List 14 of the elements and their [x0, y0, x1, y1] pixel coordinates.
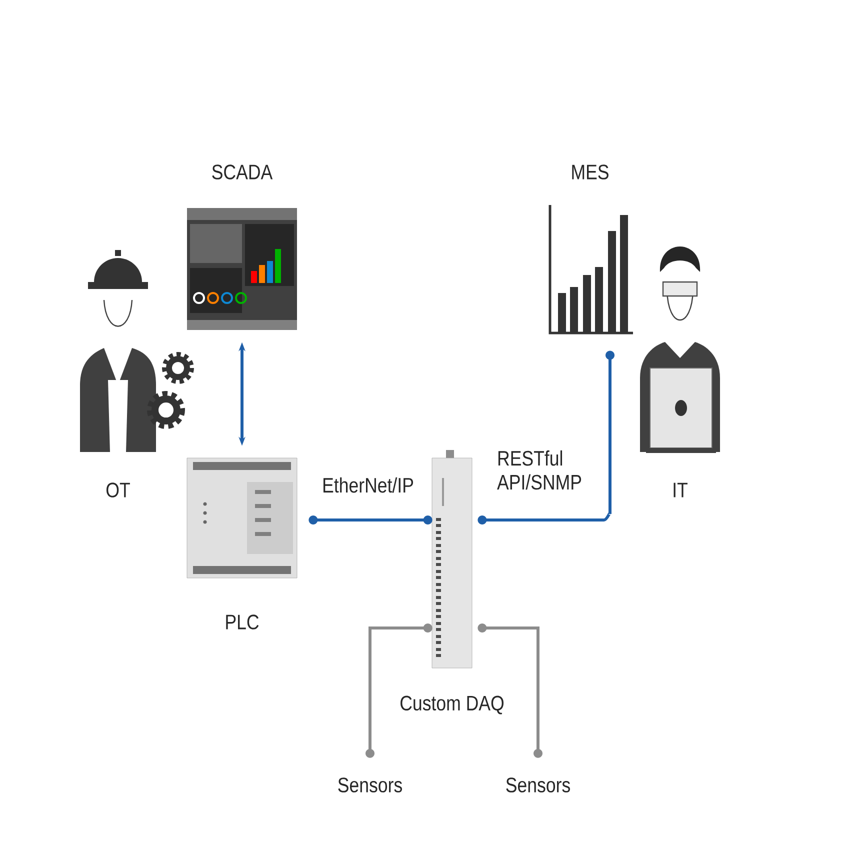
edge-label: EtherNet/IP [324, 477, 414, 493]
caption-text: OT [106, 482, 130, 498]
caption-text: MES [572, 164, 608, 180]
caption-text: SCADA [212, 164, 273, 180]
caption-text: Sensors [338, 778, 402, 792]
caption-text: Sensors [506, 778, 570, 792]
edge-label: RESTful API/SNMP [497, 450, 582, 490]
connector [308, 516, 432, 524]
caption-text: IT [674, 482, 688, 498]
caption-text: PLC [226, 614, 259, 630]
connector [478, 350, 614, 524]
caption-text: Custom DAQ [400, 696, 504, 714]
connector [366, 624, 432, 758]
connector [478, 624, 542, 758]
